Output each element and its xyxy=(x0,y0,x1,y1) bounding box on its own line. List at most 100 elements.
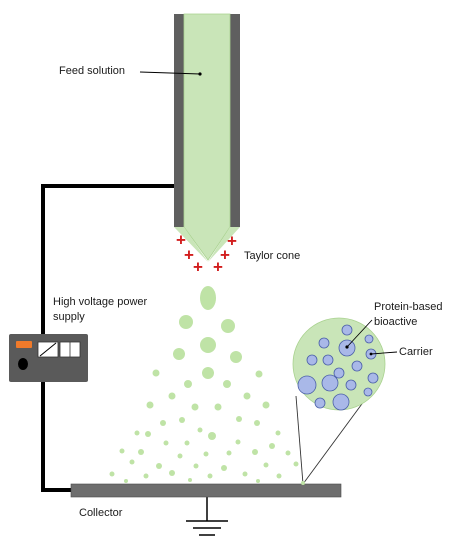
wire-needle-to-supply xyxy=(41,184,174,334)
spray-droplet-48 xyxy=(242,471,248,477)
carrier-label: Carrier xyxy=(399,346,433,358)
spray-droplet-18 xyxy=(179,417,185,423)
carrier-pointer xyxy=(370,351,398,355)
protein-particles xyxy=(297,324,379,411)
charge-plus-4: + xyxy=(220,245,230,264)
spray-droplet-35 xyxy=(226,450,232,456)
spray-droplet-14 xyxy=(146,401,154,409)
meter-1-needle xyxy=(39,342,57,357)
charge-plus-1: + xyxy=(176,230,186,249)
spray-droplet-37 xyxy=(285,450,291,456)
spray-droplet-28 xyxy=(184,440,190,446)
spray-droplet-46 xyxy=(169,470,175,476)
feed-solution-label: Feed solution xyxy=(59,65,126,77)
power-supply-icon xyxy=(9,334,88,382)
taylor-cone-shape xyxy=(174,227,240,262)
spray-droplet-50 xyxy=(124,479,128,483)
charge-symbols: ++++++ xyxy=(176,230,237,276)
spray-droplet-9 xyxy=(255,370,263,378)
protein-particle-12 xyxy=(321,374,339,392)
feed-solution-pointer xyxy=(139,71,201,75)
protein-pointer-dot xyxy=(345,345,349,349)
spray-droplet-25 xyxy=(208,432,216,440)
spray-droplet-39 xyxy=(156,463,162,469)
wire-supply-to-collector xyxy=(41,382,71,492)
spray-droplet-42 xyxy=(263,462,269,468)
spray-droplet-4 xyxy=(200,337,216,353)
protein-pointer xyxy=(346,319,373,348)
power-supply-indicator xyxy=(16,341,32,348)
spray-droplet-1 xyxy=(200,286,216,310)
protein-particle-13 xyxy=(345,379,357,391)
spray-droplet-43 xyxy=(293,461,299,467)
spray-droplet-23 xyxy=(145,431,151,437)
spray-droplet-11 xyxy=(223,380,231,388)
spray-droplet-21 xyxy=(254,420,260,426)
spray-droplet-45 xyxy=(143,473,149,479)
spray-droplet-12 xyxy=(168,392,176,400)
zoom-line-right xyxy=(302,396,368,485)
spray-droplet-16 xyxy=(214,403,222,411)
spray-droplet-15 xyxy=(191,403,199,411)
zoom-origin-droplet xyxy=(301,481,305,485)
spray-droplet-5 xyxy=(173,348,185,360)
feed-solution-fill xyxy=(183,13,231,261)
spray-droplet-24 xyxy=(197,427,203,433)
spray-droplet-2 xyxy=(179,315,193,329)
spray-droplet-7 xyxy=(202,367,214,379)
spray-droplet-20 xyxy=(160,420,166,426)
spray-droplet-30 xyxy=(269,443,275,449)
spray-droplet-32 xyxy=(138,449,144,455)
spray-droplet-13 xyxy=(243,392,251,400)
carrier-pointer-dot xyxy=(369,352,373,356)
spray-droplet-8 xyxy=(152,369,160,377)
spray-droplet-38 xyxy=(129,459,135,465)
spray-droplet-49 xyxy=(276,473,282,479)
protein-particle-9 xyxy=(333,367,345,379)
needle-nozzle xyxy=(174,13,240,262)
spray-droplet-3 xyxy=(221,319,235,333)
spray-droplet-10 xyxy=(184,380,192,388)
protein-particle-2 xyxy=(341,324,353,336)
ground-symbol-icon xyxy=(186,520,228,536)
spray-droplet-44 xyxy=(109,471,115,477)
power-supply-knob xyxy=(18,358,28,370)
protein-particle-14 xyxy=(363,387,373,397)
protein-particle-10 xyxy=(367,372,379,384)
needle-left-wall xyxy=(174,14,184,227)
spray-droplet-33 xyxy=(177,453,183,459)
protein-particle-3 xyxy=(364,334,374,344)
spray-droplet-51 xyxy=(188,478,192,482)
spray-droplet-31 xyxy=(119,448,125,454)
spray-droplet-6 xyxy=(230,351,242,363)
spray-droplet-40 xyxy=(193,463,199,469)
charge-plus-6: + xyxy=(213,257,223,276)
charge-plus-2: + xyxy=(227,231,237,250)
protein-particle-4 xyxy=(306,354,318,366)
spray-droplets xyxy=(109,286,299,483)
spray-droplet-17 xyxy=(262,401,270,409)
spray-droplet-27 xyxy=(163,440,169,446)
charge-plus-5: + xyxy=(193,257,203,276)
spray-droplet-52 xyxy=(256,479,260,483)
protein-particle-8 xyxy=(351,360,363,372)
spray-droplet-19 xyxy=(236,416,242,422)
power-supply-label-line1: High voltage power xyxy=(53,296,148,308)
collector-plate xyxy=(70,483,342,498)
protein-particle-5 xyxy=(322,354,334,366)
protein-particle-11 xyxy=(297,375,317,395)
protein-particle-16 xyxy=(314,397,326,409)
spray-droplet-26 xyxy=(275,430,281,436)
spray-droplet-29 xyxy=(235,439,241,445)
wire-circuit xyxy=(41,184,208,521)
feed-solution-pointer-dot xyxy=(198,72,202,76)
protein-particle-15 xyxy=(332,393,350,411)
needle-right-wall xyxy=(230,14,240,227)
protein-particle-1 xyxy=(318,337,330,349)
taylor-cone-label: Taylor cone xyxy=(244,250,301,262)
power-supply-label-line2: supply xyxy=(53,311,85,323)
protein-bioactive-label-line1: Protein-based xyxy=(374,301,443,313)
charge-plus-3: + xyxy=(184,245,194,264)
zoom-line-left xyxy=(295,395,304,485)
